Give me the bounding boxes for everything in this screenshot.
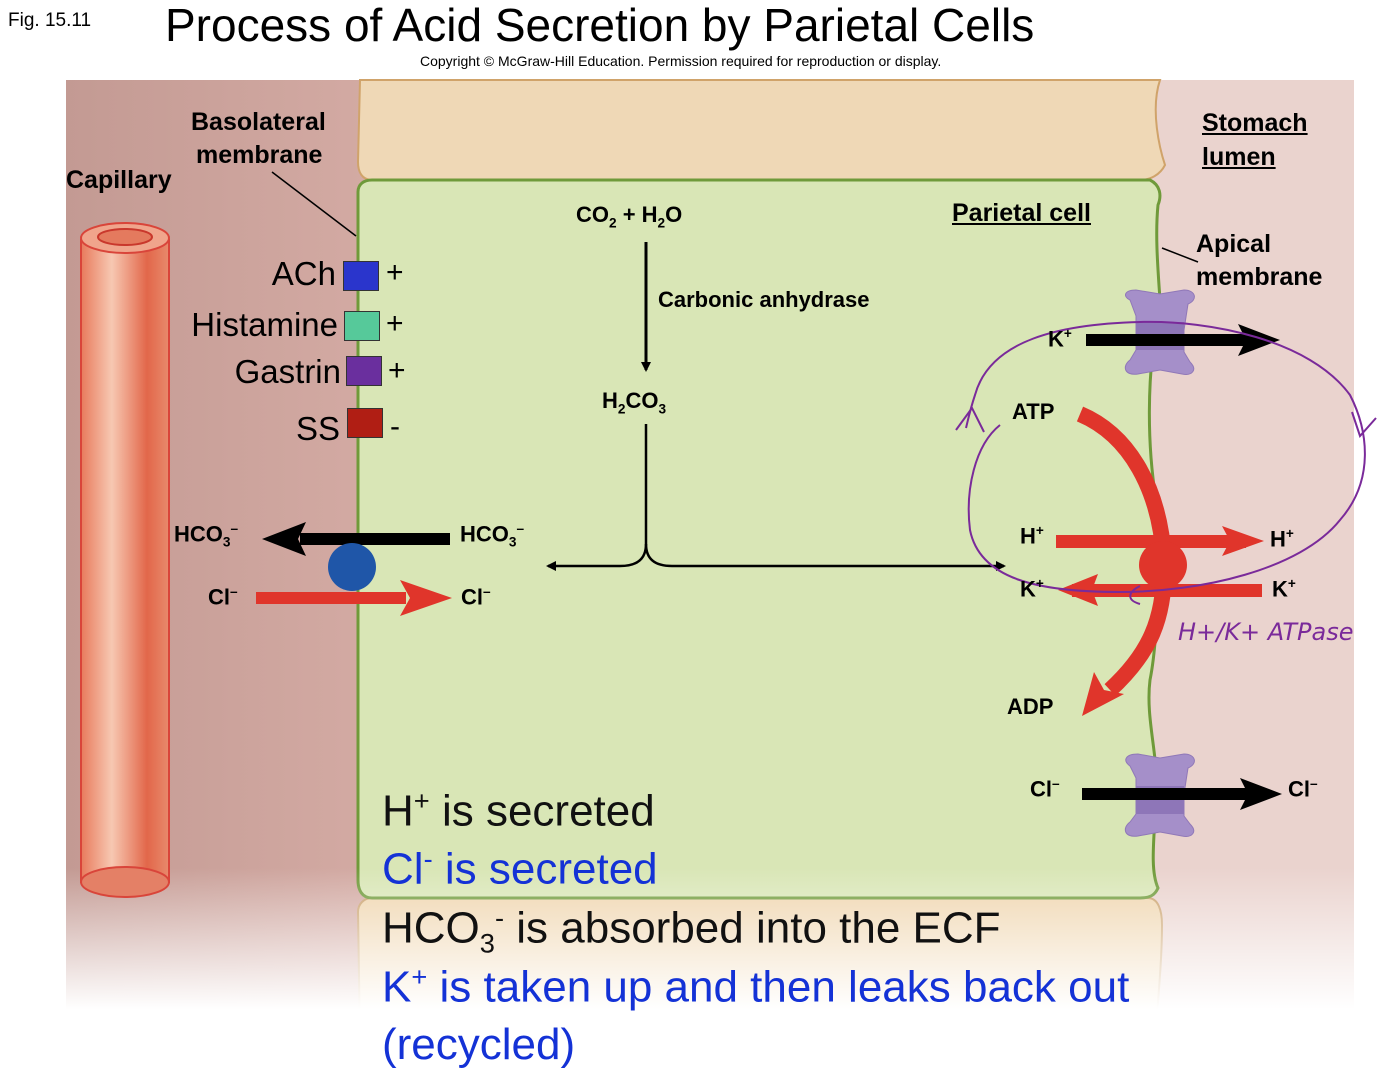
apical-membrane-label-line2: membrane: [1196, 263, 1323, 291]
apical-membrane-label-line1: Apical: [1196, 230, 1272, 258]
cl-lumen-label: Cl–: [1288, 776, 1318, 802]
parietal-cell-label: Parietal cell: [952, 199, 1091, 227]
stimulus-ss-label: SS: [295, 410, 340, 447]
adp-label: ADP: [1007, 694, 1054, 719]
summary-line-h: H+ is secreted: [382, 785, 655, 836]
cl-cell-label: Cl–: [461, 584, 491, 610]
cl-influx-arrow: [256, 580, 452, 616]
atp-label: ATP: [1012, 399, 1055, 424]
k-cell-label: K+: [1020, 576, 1044, 602]
basolateral-membrane-label-line2: membrane: [196, 141, 323, 169]
enzyme-label: Carbonic anhydrase: [658, 287, 870, 312]
recycling-loop-annotation: [955, 320, 1377, 605]
k-efflux-arrow: [1086, 324, 1280, 356]
summary-line-k: K+ is taken up and then leaks back out: [382, 961, 1130, 1012]
pump-handwritten-annotation: H+/K+ ATPase: [1178, 618, 1354, 646]
gastrin-receptor-icon: [346, 356, 382, 386]
ss-receptor-icon: [347, 408, 383, 438]
stimulus-ss-effect: -: [390, 410, 400, 443]
apical-pointer-line: [1161, 247, 1199, 263]
hco3-blood-label: HCO3–: [174, 521, 239, 550]
figure-title: Process of Acid Secretion by Parietal Ce…: [165, 0, 1035, 51]
cl-efflux-arrow: [1082, 778, 1282, 810]
basolateral-membrane-label-line1: Basolateral: [191, 108, 326, 136]
cl-cell-apical-label: Cl–: [1030, 776, 1060, 802]
h-cell-label: H+: [1020, 523, 1044, 549]
cl-hco3-exchanger: [328, 543, 376, 591]
summary-line-cl: Cl- is secreted: [382, 843, 658, 894]
reactants-label: CO2 + H2O: [576, 202, 683, 231]
h-lumen-label: H+: [1270, 526, 1294, 552]
capillary-label: Capillary: [66, 166, 172, 194]
h-secretion-arrow: [1056, 526, 1264, 556]
hco3-cell-label: HCO3–: [460, 521, 525, 550]
copyright-notice: Copyright © McGraw-Hill Education. Permi…: [420, 53, 942, 69]
summary-line-hco3: HCO3- is absorbed into the ECF: [382, 902, 1001, 959]
k-channel: [1124, 289, 1195, 375]
capillary-vessel: [80, 222, 170, 898]
ach-receptor-icon: [343, 261, 379, 291]
hco3-efflux-arrow: [262, 522, 450, 556]
stimulus-histamine-label: Histamine: [191, 306, 338, 343]
stomach-lumen-label-line1: Stomach: [1202, 109, 1308, 137]
stimulus-ach-effect: +: [386, 256, 404, 289]
k-channel-label: K+: [1048, 326, 1072, 352]
summary-line-recycled: (recycled): [382, 1020, 576, 1069]
h-to-pump-line: [644, 543, 1006, 571]
stimulus-ach-label: ACh: [271, 255, 336, 292]
stimulus-histamine-effect: +: [386, 307, 404, 340]
k-lumen-label: K+: [1272, 576, 1296, 602]
figure-number: Fig. 15.11: [8, 10, 92, 31]
stimulus-gastrin-label: Gastrin: [234, 353, 341, 390]
histamine-receptor-icon: [344, 311, 380, 341]
carbonic-acid-label: H2CO3: [602, 388, 667, 417]
basolateral-pointer-line: [271, 171, 357, 237]
stimulus-gastrin-effect: +: [388, 354, 406, 387]
h-k-atpase-pump: [1139, 541, 1187, 589]
stomach-lumen-label-line2: lumen: [1202, 143, 1276, 171]
cl-blood-label: Cl–: [208, 584, 238, 610]
